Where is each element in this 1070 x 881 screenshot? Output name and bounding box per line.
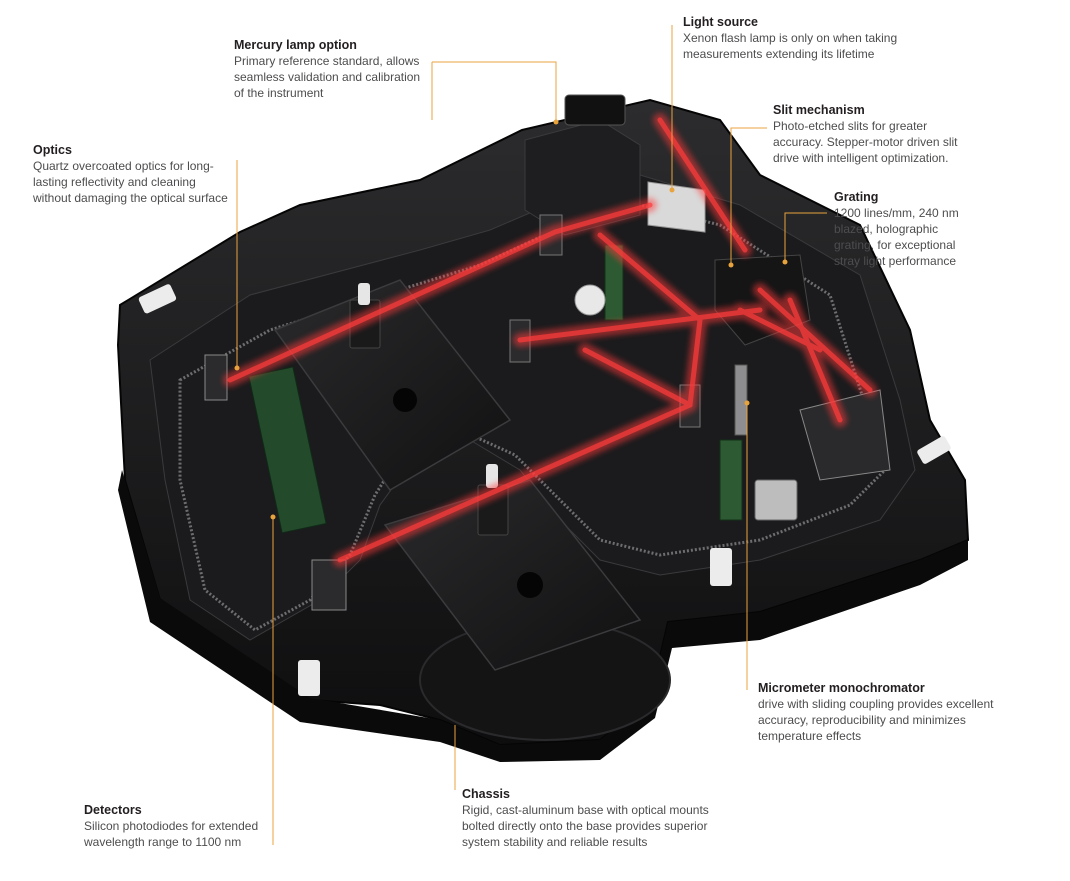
- leader-lines: [236, 25, 827, 845]
- chassis-description: Rigid, cast-aluminum base with optical m…: [462, 803, 709, 849]
- leader-grating: [784, 212, 827, 262]
- leader-slit: [730, 127, 767, 265]
- mercury-lamp-description: Primary reference standard, allows seaml…: [234, 54, 421, 100]
- callout-optics: Optics Quartz overcoated optics for long…: [33, 142, 263, 206]
- micrometer-description: drive with sliding coupling provides exc…: [758, 697, 994, 743]
- detectors-title: Detectors: [84, 803, 142, 817]
- light-source-description: Xenon flash lamp is only on when taking …: [683, 31, 898, 61]
- leader-mercury-lamp-h: [432, 61, 557, 122]
- callout-chassis: Chassis Rigid, cast-aluminum base with o…: [462, 786, 762, 850]
- callout-light-source: Light source Xenon flash lamp is only on…: [683, 14, 943, 62]
- slit-mechanism-description: Photo-etched slits for greater accuracy.…: [773, 119, 958, 165]
- mercury-lamp-title: Mercury lamp option: [234, 38, 357, 52]
- optics-title: Optics: [33, 143, 72, 157]
- callout-mercury-lamp: Mercury lamp option Primary reference st…: [234, 37, 449, 101]
- light-source-title: Light source: [683, 15, 759, 29]
- optics-description: Quartz overcoated optics for long- lasti…: [33, 159, 228, 205]
- chassis-title: Chassis: [462, 787, 510, 801]
- micrometer-title: Micrometer monochromator: [758, 681, 925, 695]
- leader-dots: [234, 119, 788, 520]
- callout-slit-mechanism: Slit mechanism Photo-etched slits for gr…: [773, 102, 1003, 166]
- light-beams: [223, 113, 877, 567]
- callout-detectors: Detectors Silicon photodiodes for extend…: [84, 802, 304, 850]
- callout-grating: Grating 1200 lines/mm, 240 nm blazed, ho…: [834, 189, 1014, 269]
- detectors-description: Silicon photodiodes for extended wavelen…: [84, 819, 259, 849]
- grating-description: 1200 lines/mm, 240 nm blazed, holographi…: [834, 206, 959, 268]
- callout-micrometer: Micrometer monochromator drive with slid…: [758, 680, 1048, 744]
- grating-title: Grating: [834, 190, 879, 204]
- slit-mechanism-title: Slit mechanism: [773, 103, 865, 117]
